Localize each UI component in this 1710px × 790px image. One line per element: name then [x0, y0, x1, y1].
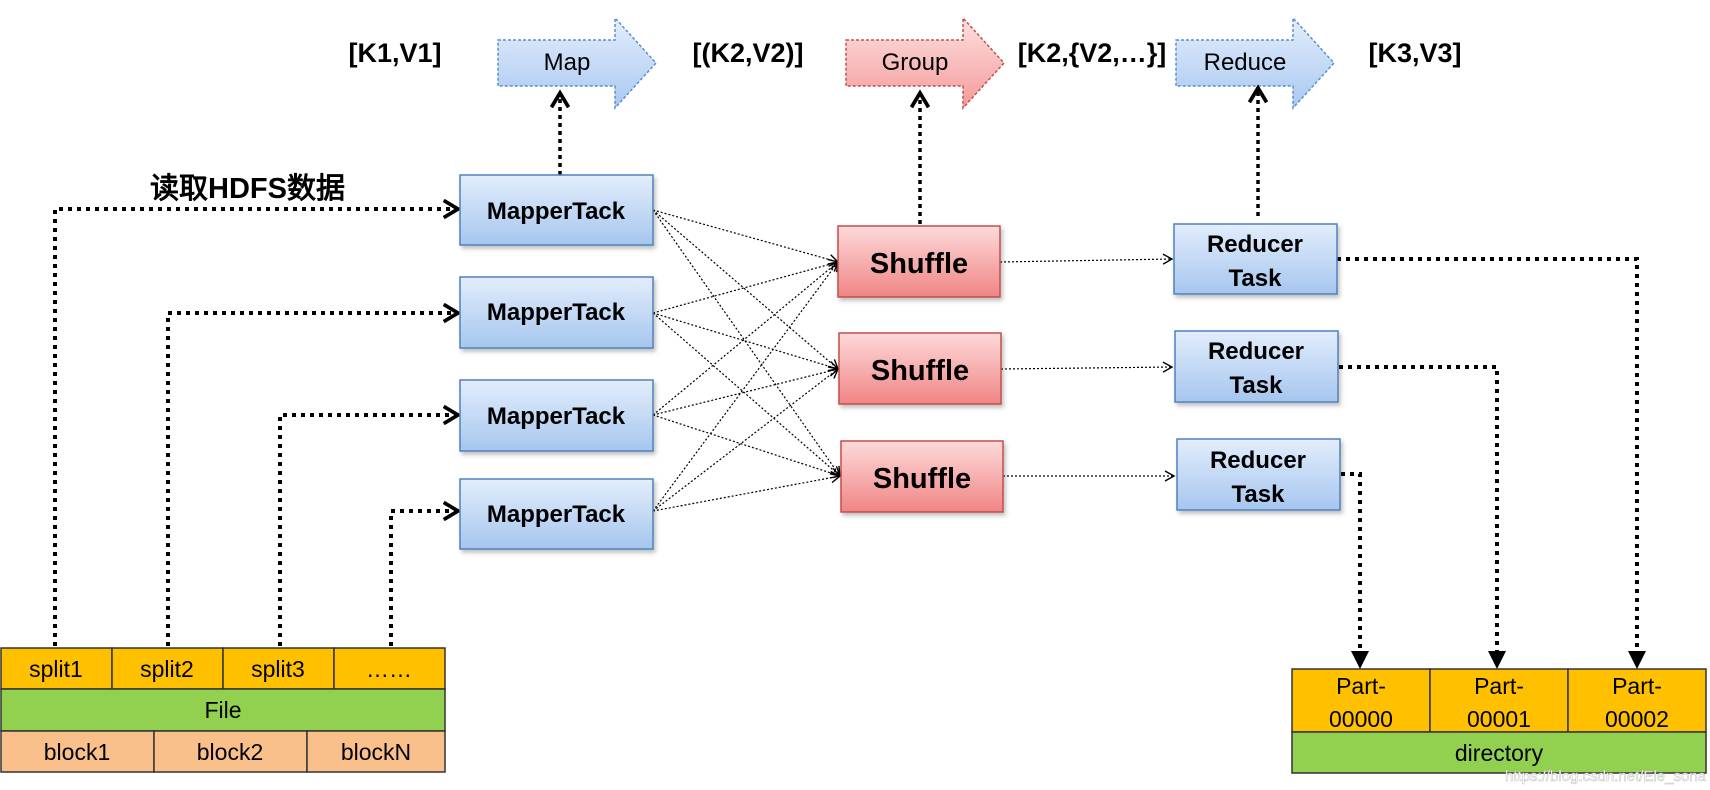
part-label-line1: Part-	[1336, 673, 1386, 699]
reducer-task-label-line2: Task	[1230, 372, 1284, 399]
m1-s3-connection	[652, 209, 841, 478]
split-label: split2	[140, 656, 194, 682]
reducer-task: Reducer Task	[1174, 330, 1339, 403]
shuffle-stage: Shuffle	[840, 440, 1004, 513]
split4-to-mapper4-connector	[389, 511, 458, 646]
shuffle-stages: Shuffle Shuffle Shuffle	[837, 225, 1004, 513]
mapper-task-label: MapperTack	[487, 501, 626, 528]
mapper-task: MapperTack	[459, 379, 654, 452]
m1-s2-connection	[652, 209, 840, 370]
reducer-task-label-line1: Reducer	[1208, 338, 1304, 365]
m1-s1-connection	[652, 209, 840, 266]
part-cell	[1429, 668, 1569, 733]
read-hdfs-label: 读取HDFS数据	[150, 172, 345, 205]
reducer-task-label-line2: Task	[1232, 481, 1286, 508]
mapper-task-label: MapperTack	[487, 198, 626, 225]
mapper-task: MapperTack	[459, 478, 654, 550]
split-cell	[333, 647, 446, 690]
shuffle-stage: Shuffle	[837, 225, 1001, 298]
block-cell	[153, 730, 308, 773]
block-label: block1	[44, 739, 110, 765]
block-cell	[306, 730, 446, 773]
split-label: split1	[29, 656, 83, 682]
map-process-arrow: Map	[497, 16, 658, 110]
reducer-task-label-line1: Reducer	[1210, 447, 1306, 474]
m3-s1-connection	[652, 261, 840, 416]
m2-s1-connection	[652, 258, 840, 314]
reducer-task: Reducer Task	[1176, 438, 1341, 511]
output-directory: Part- 00000 Part- 00001 Part- 00002 dire…	[1291, 668, 1707, 774]
kv-output-label: [K3,V3]	[1368, 38, 1461, 68]
m4-s2-connection	[652, 368, 840, 512]
m2-s3-connection	[652, 312, 842, 477]
r3-to-part00000-connector	[1341, 472, 1369, 669]
mapper-shuffle-connections	[652, 209, 842, 512]
group-process-label: Group	[882, 49, 949, 76]
reducer-task-label-line1: Reducer	[1207, 231, 1303, 258]
watermark: https://blog.csdn.net/Ele_sona	[1505, 768, 1707, 785]
part-label-line1: Part-	[1612, 673, 1662, 699]
part-label-line1: Part-	[1474, 673, 1524, 699]
part-label-line2: 00000	[1329, 706, 1393, 732]
split-label: ……	[366, 656, 412, 682]
input-file: split1 split2 split3 …… File block1 bloc…	[0, 647, 446, 773]
mapper-task: MapperTack	[459, 174, 654, 246]
map-process-label: Map	[544, 49, 591, 76]
top-flow: [K1,V1] Map [(K2,V2)] Group [K2,{V2,…}] …	[348, 16, 1462, 110]
mapper-task-label: MapperTack	[487, 299, 626, 326]
r1-to-part00002-connector	[1337, 257, 1646, 669]
split3-to-mapper3-connector	[278, 415, 458, 646]
r2-to-part00001-connector	[1339, 365, 1506, 669]
file-label: File	[204, 697, 241, 723]
split2-to-mapper2-connector	[166, 313, 458, 646]
m3-s3-connection	[652, 414, 842, 479]
s2-r2-connection	[1000, 361, 1174, 373]
m4-s1-connection	[652, 260, 839, 512]
directory-label: directory	[1455, 740, 1544, 766]
m4-s3-connection	[652, 472, 842, 512]
reducer-task: Reducer Task	[1173, 223, 1338, 295]
reduce-process-arrow: Reduce	[1175, 16, 1336, 110]
directory-bar	[1291, 731, 1707, 774]
mapper-task-label: MapperTack	[487, 403, 626, 430]
reducer-output-connectors	[1337, 257, 1646, 669]
kv-map-output-label: [(K2,V2)]	[692, 38, 803, 68]
kv-group-output-label: [K2,{V2,…}]	[1018, 38, 1167, 68]
block-label: block2	[197, 739, 263, 765]
mapper-task: MapperTack	[459, 276, 654, 349]
s1-r1-connection	[999, 253, 1174, 265]
split-cell	[111, 647, 224, 690]
process-up-arrows	[560, 88, 1258, 224]
reducer-task-label-line2: Task	[1229, 265, 1283, 292]
part-label-line2: 00002	[1605, 706, 1669, 732]
shuffle-label: Shuffle	[870, 248, 968, 280]
shuffle-label: Shuffle	[873, 463, 971, 495]
mapper-tasks: MapperTack MapperTack MapperTack MapperT…	[459, 174, 654, 550]
split-label: split3	[251, 656, 305, 682]
block-label: blockN	[341, 739, 411, 765]
file-bar	[0, 688, 446, 732]
reduce-process-label: Reduce	[1204, 49, 1287, 76]
shuffle-reducer-connections	[999, 253, 1176, 482]
group-process-arrow: Group	[845, 16, 1006, 110]
m2-s2-connection	[652, 312, 840, 372]
shuffle-stage: Shuffle	[838, 332, 1002, 405]
reducer-tasks: Reducer Task Reducer Task Reducer Task	[1173, 223, 1341, 511]
split1-to-mapper1-connector	[53, 209, 458, 646]
part-label-line2: 00001	[1467, 706, 1531, 732]
kv-input-label: [K1,V1]	[348, 38, 441, 68]
shuffle-label: Shuffle	[871, 355, 969, 387]
split-connectors	[53, 209, 458, 646]
